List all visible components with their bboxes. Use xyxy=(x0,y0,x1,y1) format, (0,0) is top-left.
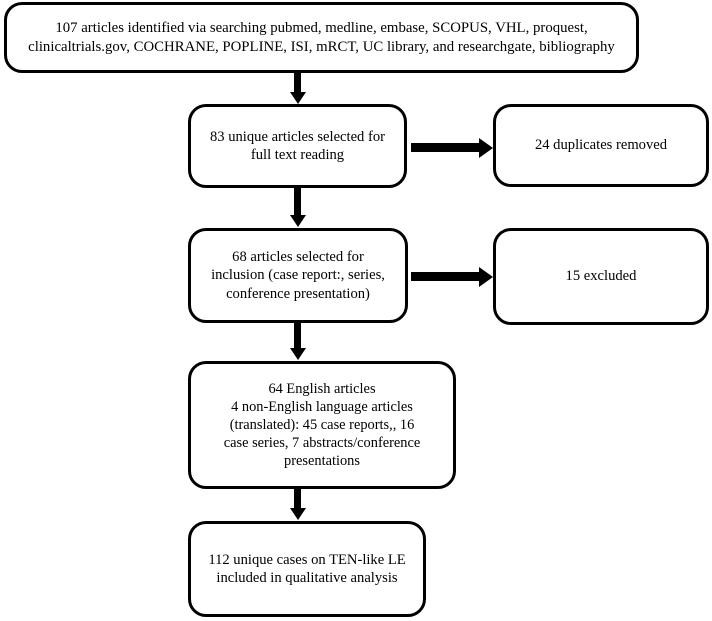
arrow-inclusion-to-excluded xyxy=(411,272,480,281)
arrow-identified-to-unique xyxy=(294,73,301,93)
node-excluded-label: 15 excluded xyxy=(565,268,637,285)
arrow-languages-to-final xyxy=(294,489,301,509)
node-articles-for-inclusion: 68 articles selected for inclusion (case… xyxy=(188,228,408,323)
node-duplicates-removed: 24 duplicates removed xyxy=(493,104,709,187)
arrow-inclusion-to-languages xyxy=(294,323,301,349)
node-unique-label: 83 unique articles selected for full tex… xyxy=(209,128,386,163)
node-identified-label: 107 articles identified via searching pu… xyxy=(28,19,615,55)
node-excluded: 15 excluded xyxy=(493,228,709,325)
node-languages-label: 64 English articles 4 non-English langua… xyxy=(223,380,421,470)
node-final-cases-included: 112 unique cases on TEN-like LE included… xyxy=(188,521,426,617)
arrow-unique-to-duplicates xyxy=(411,143,480,152)
arrow-unique-to-inclusion xyxy=(294,188,301,216)
node-unique-articles: 83 unique articles selected for full tex… xyxy=(188,104,407,188)
node-final-label: 112 unique cases on TEN-like LE included… xyxy=(208,551,406,586)
node-duplicates-label: 24 duplicates removed xyxy=(534,137,668,154)
node-inclusion-label: 68 articles selected for inclusion (case… xyxy=(211,248,385,302)
node-articles-identified: 107 articles identified via searching pu… xyxy=(4,2,639,73)
node-language-breakdown: 64 English articles 4 non-English langua… xyxy=(188,361,456,489)
